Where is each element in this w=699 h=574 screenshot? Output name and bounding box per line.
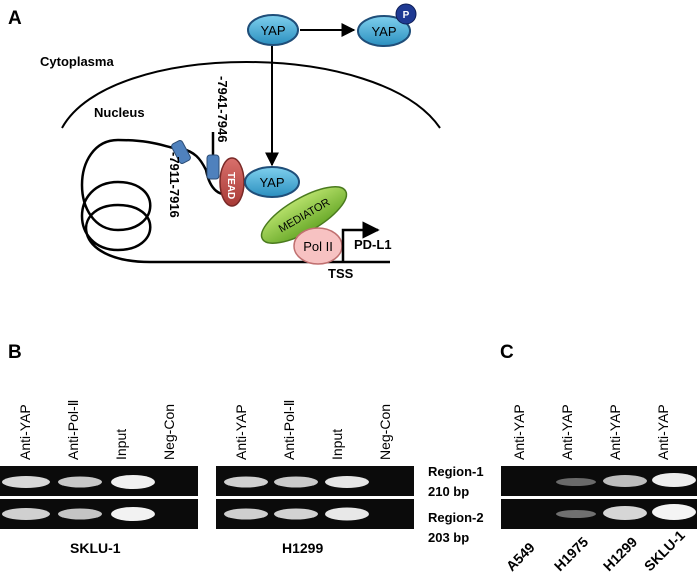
panel-c-letter: C [500, 342, 514, 363]
binding-site-2-label: -7941-7946 [215, 76, 230, 143]
gel1-lane-3: Input [113, 429, 129, 460]
tead-protein: TEAD [219, 157, 245, 207]
tss-label: TSS [328, 266, 354, 281]
gel-band [58, 476, 102, 488]
gel-band [274, 476, 318, 488]
gel2-lane-1: Anti-YAP [233, 404, 249, 460]
gel-band [111, 507, 155, 521]
dna-strand [80, 138, 390, 264]
gel-band [652, 504, 696, 520]
tss-arrow [341, 221, 380, 262]
gel2-lane-2: Anti-Pol-Ⅱ [281, 399, 297, 460]
gel-band [603, 506, 647, 520]
region2-name: Region-2 [428, 510, 484, 525]
gelc-lane-1: Anti-YAP [511, 404, 527, 460]
yap-phosphorylated: YAP P [357, 3, 417, 47]
cell-line-h1299: H1299 [282, 540, 323, 556]
region1-size: 210 bp [428, 484, 469, 499]
yap-p-label: YAP [371, 24, 396, 39]
gel-band [58, 508, 102, 520]
region1-name: Region-1 [428, 464, 484, 479]
gel-c [501, 466, 697, 529]
gelc-cell-4: SKLU-1 [641, 527, 688, 574]
gel2-lane-3: Input [329, 429, 345, 460]
pol-ii-label: Pol II [303, 239, 333, 254]
gel2-lane-4: Neg-Con [377, 404, 393, 460]
gelc-cell-2: H1975 [551, 533, 592, 574]
gel1-lane-1: Anti-YAP [17, 404, 33, 460]
gel-band [2, 476, 50, 488]
gel-sklu1 [0, 466, 198, 529]
tead-binding-site-2 [206, 154, 220, 180]
pol-ii: Pol II [293, 227, 343, 265]
yap-label: YAP [260, 23, 285, 38]
cell-line-sklu1: SKLU-1 [70, 540, 121, 556]
gel-band [325, 476, 369, 488]
yap-cytoplasm: YAP [247, 14, 299, 46]
gel-band [556, 510, 596, 518]
cytoplasm-label: Cytoplasma [40, 54, 114, 69]
tead-label: TEAD [225, 172, 236, 199]
region2-size: 203 bp [428, 530, 469, 545]
gel1-lane-4: Neg-Con [161, 404, 177, 460]
panel-a-letter: A [8, 8, 22, 29]
nucleus-membrane [61, 61, 441, 129]
gelc-cell-3: H1299 [600, 533, 641, 574]
yap-nucleus: YAP [244, 166, 300, 198]
gel-band [603, 475, 647, 487]
gel1-lane-2: Anti-Pol-Ⅱ [65, 399, 81, 460]
gelc-lane-3: Anti-YAP [607, 404, 623, 460]
nucleus-label: Nucleus [94, 105, 145, 120]
panel-b-letter: B [8, 342, 22, 363]
gel-h1299 [216, 466, 414, 529]
gelc-cell-1: A549 [503, 539, 538, 574]
gel-band [652, 473, 696, 487]
gel-band [325, 507, 369, 521]
yap-nucleus-label: YAP [259, 175, 284, 190]
phosphate-label: P [403, 10, 410, 21]
gelc-lane-2: Anti-YAP [559, 404, 575, 460]
gene-label: PD-L1 [354, 237, 392, 252]
gelc-lane-4: Anti-YAP [655, 404, 671, 460]
binding-site-1-label: -7911-7916 [167, 152, 182, 218]
tead-binding-site-1 [171, 140, 191, 164]
gel-band [556, 478, 596, 486]
gel-band [2, 508, 50, 520]
gel-band [224, 476, 268, 488]
gel-band [111, 475, 155, 489]
gel-band [274, 508, 318, 520]
gel-band [224, 508, 268, 520]
phosphate-icon [395, 3, 417, 25]
